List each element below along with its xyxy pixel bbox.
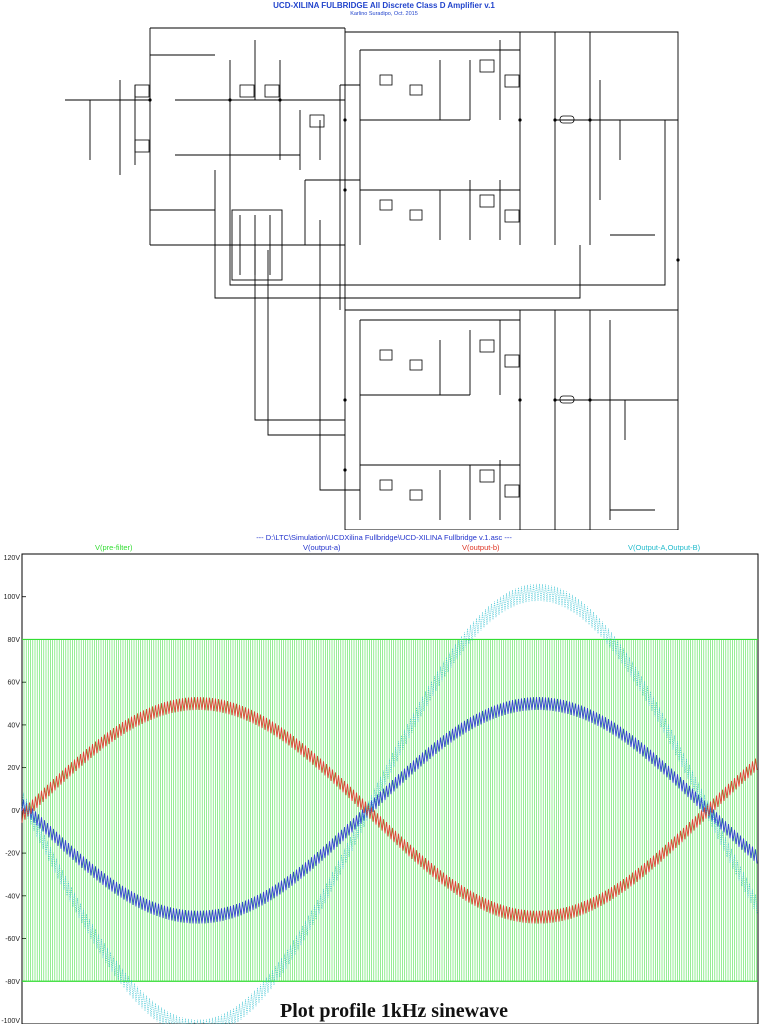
y-tick-label: 100V bbox=[4, 594, 21, 601]
y-tick-label: 120V bbox=[4, 555, 21, 562]
schematic-title: UCD-XILINA FULBRIDGE All Discrete Class … bbox=[273, 1, 495, 10]
series-diff bbox=[21, 583, 758, 1024]
plot-caption: Plot profile 1kHz sinewave bbox=[280, 1000, 508, 1022]
y-tick-label: 80V bbox=[8, 637, 21, 644]
y-tick-label: 20V bbox=[8, 765, 21, 772]
series-pre-filter-rails bbox=[22, 638, 758, 982]
schematic-subtitle: Karlino Suradipo, Oct. 2015 bbox=[350, 11, 418, 17]
series-output-a bbox=[21, 697, 758, 924]
y-tick-label: -20V bbox=[5, 851, 20, 858]
y-tick-label: -40V bbox=[5, 893, 20, 900]
y-tick-label: -100V bbox=[1, 1018, 20, 1024]
plot-frame bbox=[21, 553, 759, 1024]
waveform-plot: --- D:\LTC\Simulation\UCDXilina Fullbrid… bbox=[1, 533, 759, 1024]
y-tick-label: 60V bbox=[8, 680, 21, 687]
series-output-b bbox=[21, 697, 758, 924]
plot-file-path: --- D:\LTC\Simulation\UCDXilina Fullbrid… bbox=[256, 533, 512, 542]
y-tick-label: -80V bbox=[5, 979, 20, 986]
circuit-schematic bbox=[65, 27, 680, 530]
y-axis-ticks: 120V 100V 80V 60V 40V 20V 0V -20V -40V -60V -80V -1… bbox=[1, 553, 26, 1024]
legend-diff: V(Output-A,Output-B) bbox=[628, 543, 701, 552]
legend-pre-filter: V(pre-filter) bbox=[95, 543, 133, 552]
legend-output-b: V(output-b) bbox=[462, 543, 500, 552]
series-layer bbox=[21, 583, 758, 1024]
y-tick-label: 40V bbox=[8, 722, 21, 729]
legend-output-a: V(output-a) bbox=[303, 543, 341, 552]
y-tick-label: -60V bbox=[5, 936, 20, 943]
y-tick-label: 0V bbox=[11, 808, 20, 815]
